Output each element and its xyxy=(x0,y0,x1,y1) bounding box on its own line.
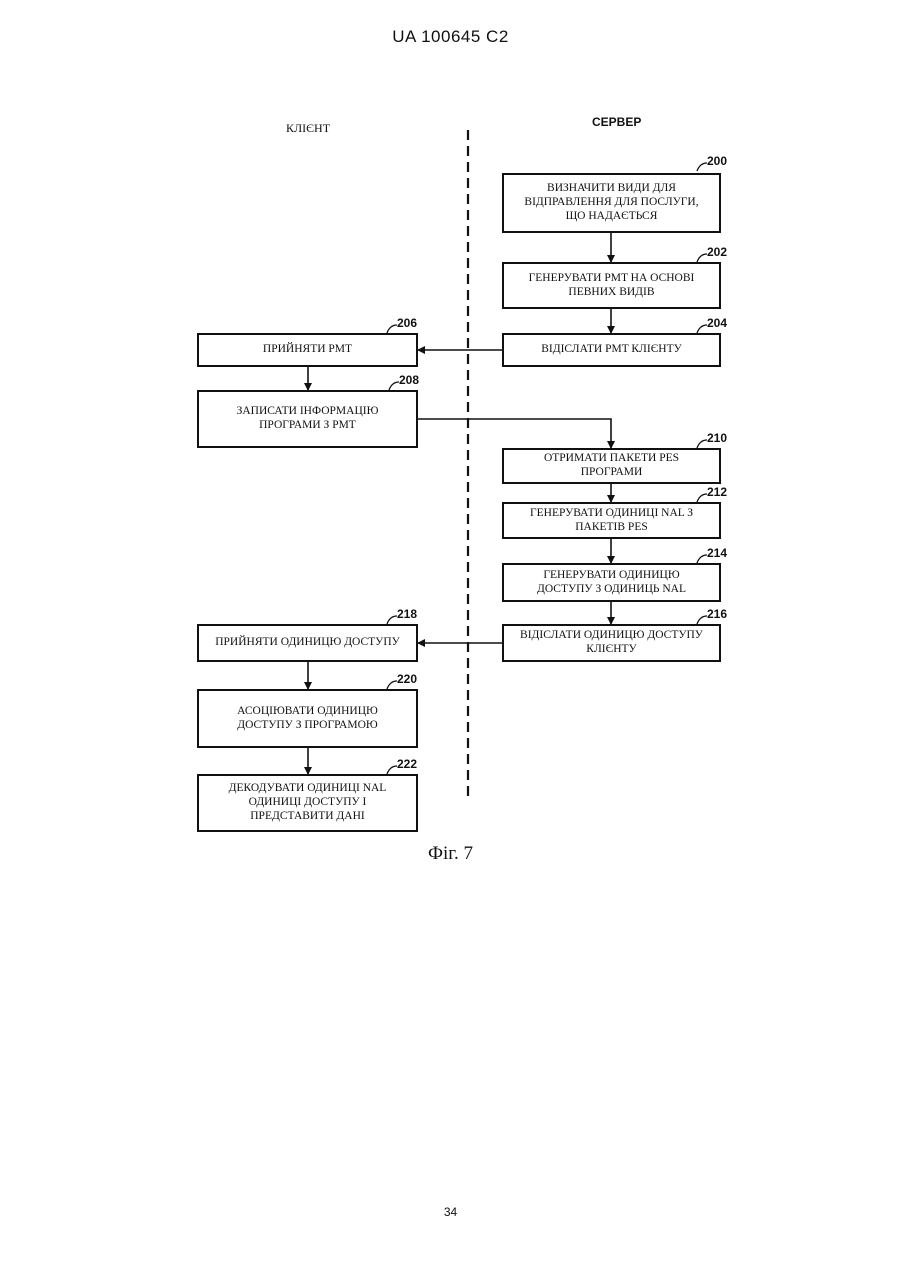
step-220-ref: 220 xyxy=(397,672,417,686)
leader-210 xyxy=(697,440,707,448)
leader-216 xyxy=(697,616,707,624)
arrow-208-to-210 xyxy=(417,419,611,448)
step-220-box: АСОЦІЮВАТИ ОДИНИЦЮ ДОСТУПУ З ПРОГРАМОЮ xyxy=(197,689,418,748)
step-210-box: ОТРИМАТИ ПАКЕТИ PES ПРОГРАМИ xyxy=(502,448,721,484)
page-number: 34 xyxy=(0,1205,901,1219)
leader-214 xyxy=(697,555,707,563)
step-216-ref: 216 xyxy=(707,607,727,621)
leader-202 xyxy=(697,254,707,262)
step-200-ref: 200 xyxy=(707,154,727,168)
step-202-box: ГЕНЕРУВАТИ PMT НА ОСНОВІ ПЕВНИХ ВИДІВ xyxy=(502,262,721,309)
leader-212 xyxy=(697,494,707,502)
step-214-box: ГЕНЕРУВАТИ ОДИНИЦЮ ДОСТУПУ З ОДИНИЦЬ NAL xyxy=(502,563,721,602)
step-206-box: ПРИЙНЯТИ PMT xyxy=(197,333,418,367)
leader-200 xyxy=(697,163,707,171)
step-216-box: ВІДІСЛАТИ ОДИНИЦЮ ДОСТУПУ КЛІЄНТУ xyxy=(502,624,721,662)
step-202-ref: 202 xyxy=(707,245,727,259)
leader-218 xyxy=(387,616,397,624)
figure-caption: Фіг. 7 xyxy=(0,843,901,865)
step-222-box: ДЕКОДУВАТИ ОДИНИЦІ NAL ОДИНИЦІ ДОСТУПУ І… xyxy=(197,774,418,832)
step-212-ref: 212 xyxy=(707,485,727,499)
leader-204 xyxy=(697,325,707,333)
step-206-ref: 206 xyxy=(397,316,417,330)
step-204-ref: 204 xyxy=(707,316,727,330)
step-222-ref: 222 xyxy=(397,757,417,771)
step-210-ref: 210 xyxy=(707,431,727,445)
step-208-box: ЗАПИСАТИ ІНФОРМАЦІЮ ПРОГРАМИ З PMT xyxy=(197,390,418,448)
step-218-box: ПРИЙНЯТИ ОДИНИЦЮ ДОСТУПУ xyxy=(197,624,418,662)
leader-220 xyxy=(387,681,397,689)
leader-222 xyxy=(387,766,397,774)
step-214-ref: 214 xyxy=(707,546,727,560)
step-204-box: ВІДІСЛАТИ PMT КЛІЄНТУ xyxy=(502,333,721,367)
step-218-ref: 218 xyxy=(397,607,417,621)
leader-206 xyxy=(387,325,397,333)
step-200-box: ВИЗНАЧИТИ ВИДИ ДЛЯ ВІДПРАВЛЕННЯ ДЛЯ ПОСЛ… xyxy=(502,173,721,233)
leader-208 xyxy=(389,382,399,390)
step-208-ref: 208 xyxy=(399,373,419,387)
step-212-box: ГЕНЕРУВАТИ ОДИНИЦІ NAL З ПАКЕТІВ PES xyxy=(502,502,721,539)
